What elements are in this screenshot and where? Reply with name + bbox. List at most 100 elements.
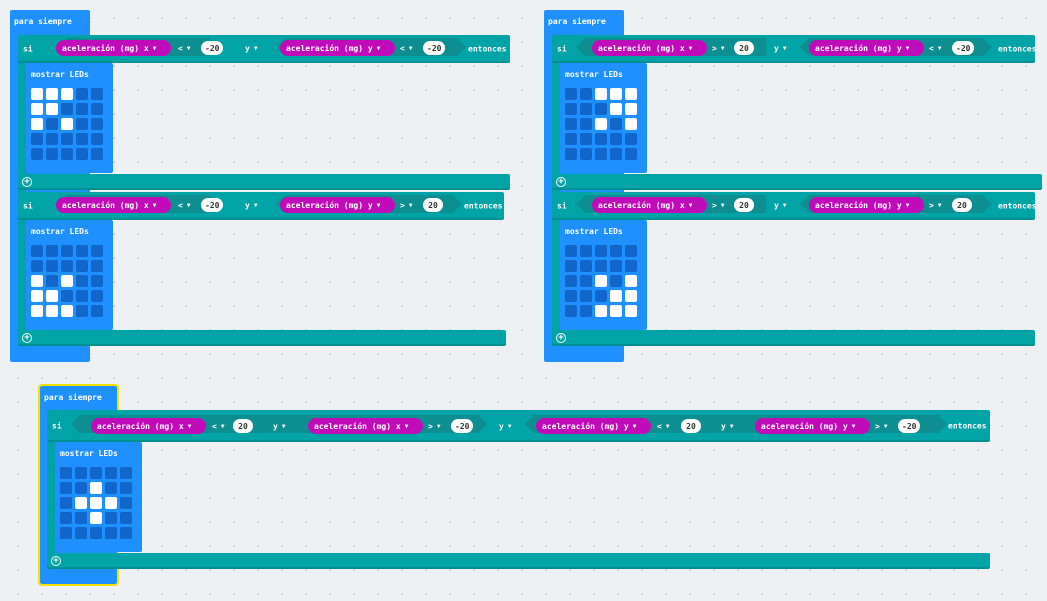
led-cell[interactable] — [75, 527, 87, 539]
led-cell[interactable] — [31, 260, 43, 272]
operator-dropdown[interactable]: <▼ — [178, 200, 191, 210]
led-cell[interactable] — [46, 118, 58, 130]
and-dropdown[interactable]: y▼ — [273, 421, 286, 431]
operator-dropdown[interactable]: <▼ — [212, 421, 225, 431]
led-cell[interactable] — [61, 103, 73, 115]
led-cell[interactable] — [75, 497, 87, 509]
led-cell[interactable] — [76, 118, 88, 130]
operator-dropdown[interactable]: <▼ — [400, 43, 413, 53]
and-dropdown[interactable]: y▼ — [774, 200, 787, 210]
accel-x-reporter[interactable]: aceleración (mg) x▼ — [56, 197, 171, 213]
add-condition-icon[interactable]: + — [51, 556, 61, 566]
led-cell[interactable] — [46, 260, 58, 272]
operator-dropdown[interactable]: <▼ — [178, 43, 191, 53]
accel-y-reporter[interactable]: aceleración (mg) y▼ — [536, 418, 651, 434]
show-leds-block[interactable]: mostrar LEDs — [26, 63, 113, 173]
led-cell[interactable] — [625, 290, 637, 302]
led-cell[interactable] — [61, 245, 73, 257]
led-cell[interactable] — [625, 245, 637, 257]
show-leds-block[interactable]: mostrar LEDs — [560, 220, 647, 330]
if-block-header[interactable]: si aceleración (mg) x▼ >▼ 20 y▼ acelerac… — [552, 35, 1037, 63]
show-leds-block[interactable]: mostrar LEDs — [55, 442, 142, 552]
led-cell[interactable] — [31, 290, 43, 302]
operator-dropdown[interactable]: <▼ — [657, 421, 670, 431]
led-cell[interactable] — [31, 305, 43, 317]
led-cell[interactable] — [610, 118, 622, 130]
led-cell[interactable] — [625, 133, 637, 145]
number-input[interactable]: 20 — [233, 419, 253, 433]
led-cell[interactable] — [625, 305, 637, 317]
led-cell[interactable] — [610, 103, 622, 115]
led-cell[interactable] — [120, 482, 132, 494]
led-cell[interactable] — [610, 245, 622, 257]
number-input[interactable]: -20 — [451, 419, 474, 433]
led-cell[interactable] — [105, 467, 117, 479]
led-cell[interactable] — [76, 290, 88, 302]
led-cell[interactable] — [625, 103, 637, 115]
led-cell[interactable] — [90, 512, 102, 524]
led-cell[interactable] — [76, 133, 88, 145]
led-cell[interactable] — [625, 148, 637, 160]
led-cell[interactable] — [565, 260, 577, 272]
led-cell[interactable] — [610, 275, 622, 287]
number-input[interactable]: -20 — [952, 41, 975, 55]
led-cell[interactable] — [46, 103, 58, 115]
led-cell[interactable] — [60, 482, 72, 494]
accel-x-reporter[interactable]: aceleración (mg) x▼ — [592, 197, 707, 213]
if-block-header[interactable]: si aceleración (mg) x▼ <▼ -20 y▼ acelera… — [18, 35, 510, 63]
led-cell[interactable] — [610, 148, 622, 160]
operator-dropdown[interactable]: >▼ — [428, 421, 441, 431]
led-cell[interactable] — [610, 290, 622, 302]
led-cell[interactable] — [76, 148, 88, 160]
number-input[interactable]: 20 — [681, 419, 701, 433]
led-cell[interactable] — [91, 275, 103, 287]
led-cell[interactable] — [610, 133, 622, 145]
led-cell[interactable] — [595, 260, 607, 272]
led-cell[interactable] — [61, 275, 73, 287]
led-cell[interactable] — [76, 260, 88, 272]
led-cell[interactable] — [565, 148, 577, 160]
number-input[interactable]: -20 — [898, 419, 921, 433]
led-cell[interactable] — [91, 260, 103, 272]
led-cell[interactable] — [90, 467, 102, 479]
led-cell[interactable] — [75, 512, 87, 524]
show-leds-block[interactable]: mostrar LEDs — [26, 220, 113, 330]
led-cell[interactable] — [120, 467, 132, 479]
add-condition-icon[interactable]: + — [556, 333, 566, 343]
accel-x-reporter[interactable]: aceleración (mg) x▼ — [308, 418, 423, 434]
if-block-header[interactable]: si aceleración (mg) x▼ <▼ 20 y▼ acelerac… — [47, 410, 990, 442]
led-cell[interactable] — [31, 118, 43, 130]
if-block-header[interactable]: si aceleración (mg) x▼ <▼ -20 y▼ acelera… — [18, 192, 504, 220]
led-cell[interactable] — [61, 260, 73, 272]
led-cell[interactable] — [46, 275, 58, 287]
led-cell[interactable] — [60, 527, 72, 539]
led-cell[interactable] — [75, 482, 87, 494]
led-cell[interactable] — [91, 305, 103, 317]
and-dropdown[interactable]: y▼ — [774, 43, 787, 53]
accel-x-reporter[interactable]: aceleración (mg) x▼ — [91, 418, 206, 434]
led-cell[interactable] — [565, 245, 577, 257]
show-leds-block[interactable]: mostrar LEDs — [560, 63, 647, 173]
accel-y-reporter[interactable]: aceleración (mg) y▼ — [280, 197, 395, 213]
led-cell[interactable] — [595, 148, 607, 160]
led-cell[interactable] — [76, 103, 88, 115]
accel-x-reporter[interactable]: aceleración (mg) x▼ — [56, 40, 171, 56]
led-cell[interactable] — [595, 88, 607, 100]
led-cell[interactable] — [91, 245, 103, 257]
led-cell[interactable] — [120, 512, 132, 524]
and-dropdown[interactable]: y▼ — [721, 421, 734, 431]
led-cell[interactable] — [90, 497, 102, 509]
led-cell[interactable] — [90, 482, 102, 494]
led-cell[interactable] — [60, 497, 72, 509]
led-cell[interactable] — [565, 290, 577, 302]
led-cell[interactable] — [565, 133, 577, 145]
led-cell[interactable] — [610, 305, 622, 317]
led-cell[interactable] — [580, 133, 592, 145]
led-cell[interactable] — [625, 118, 637, 130]
led-cell[interactable] — [120, 497, 132, 509]
led-cell[interactable] — [46, 133, 58, 145]
led-cell[interactable] — [46, 245, 58, 257]
led-cell[interactable] — [46, 88, 58, 100]
led-cell[interactable] — [31, 245, 43, 257]
accel-y-reporter[interactable]: aceleración (mg) y▼ — [809, 197, 924, 213]
